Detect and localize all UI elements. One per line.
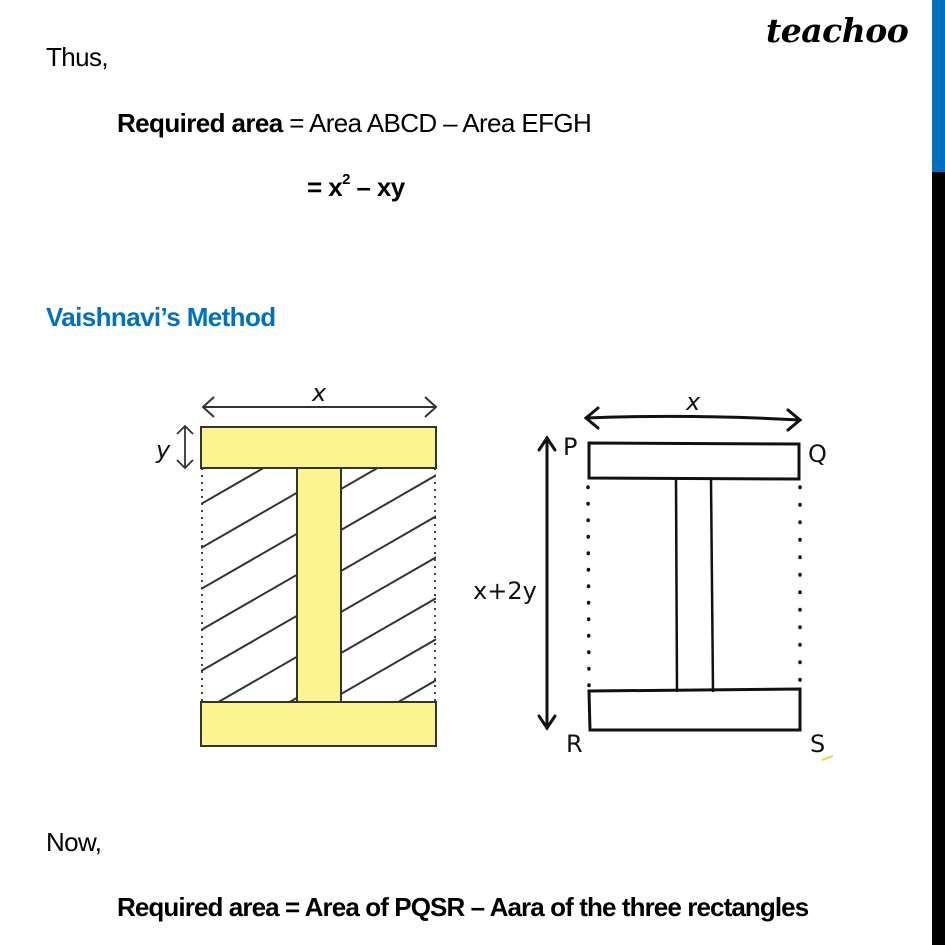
width-arrow-left — [201, 396, 438, 418]
corner-q-label: Q — [808, 440, 827, 468]
hatch-right — [341, 468, 436, 702]
web — [296, 467, 342, 703]
rect-top — [587, 441, 801, 481]
width-arrow-right — [584, 414, 802, 422]
hatch-left — [201, 468, 297, 702]
result-prefix: = x — [307, 172, 343, 202]
slide-side-bar — [932, 0, 945, 945]
result-suffix: – xy — [349, 172, 405, 202]
left-width-label: x — [311, 379, 327, 407]
slide-side-bar-accent — [932, 0, 945, 172]
yellow-pen-mark — [821, 755, 834, 761]
rect-bottom — [587, 687, 802, 732]
thickness-arrow-left — [176, 424, 194, 470]
result-exponent: 2 — [342, 171, 350, 189]
left-figure: x y — [155, 379, 438, 747]
corner-s-label: S — [810, 730, 825, 758]
right-height-label: x+2y — [473, 577, 537, 605]
required-area-label: Required area — [117, 108, 283, 138]
required-area-equation: Required area = Area ABCD – Area EFGH — [117, 108, 592, 138]
teachoo-logo: teachoo — [766, 11, 909, 50]
web-line-left — [674, 478, 679, 693]
right-width-label: x — [685, 388, 701, 416]
top-flange — [200, 426, 437, 469]
thus-text: Thus, — [46, 42, 109, 72]
now-text: Now, — [46, 827, 102, 857]
dotted-side-left — [586, 485, 591, 690]
web-line-right — [709, 478, 715, 693]
left-thickness-label: y — [155, 436, 171, 464]
bottom-flange — [200, 701, 437, 747]
method-heading: Vaishnavi’s Method — [46, 302, 276, 332]
right-figure — [537, 406, 803, 732]
required-area-rhs: = Area ABCD – Area EFGH — [282, 108, 592, 138]
required-area-result: = x2 – xy — [307, 171, 405, 202]
required-area-equation-2: Required area = Area of PQSR – Aara of t… — [117, 892, 809, 922]
corner-p-label: P — [563, 433, 577, 461]
corner-r-label: R — [566, 730, 583, 758]
